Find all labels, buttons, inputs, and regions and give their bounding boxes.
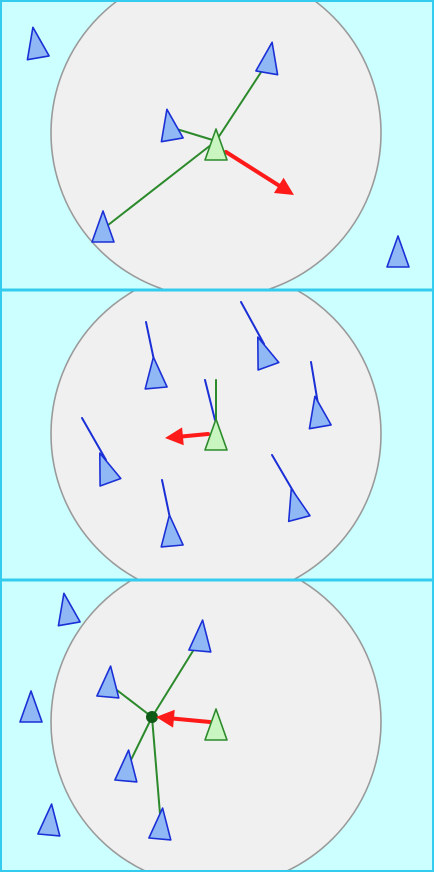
boid-e xyxy=(287,487,311,523)
cohesion-panel xyxy=(1,580,433,871)
triangle-focus-icon xyxy=(204,418,228,451)
boid-d xyxy=(99,452,122,487)
separation-link xyxy=(215,59,270,142)
focus-boid xyxy=(204,418,228,451)
steering-arrow xyxy=(165,427,210,446)
cohesion-link xyxy=(151,716,162,827)
steering-arrow-icon xyxy=(156,709,212,728)
boid-g xyxy=(37,803,61,837)
boid-b xyxy=(256,336,280,371)
heading-trail xyxy=(81,417,107,461)
boid-f xyxy=(160,514,184,548)
heading-trail xyxy=(204,379,216,421)
focus-boid xyxy=(204,708,228,741)
steering-arrow-shaft xyxy=(180,432,210,439)
cohesion-link xyxy=(151,637,202,718)
heading-trail xyxy=(310,361,319,405)
boid-f xyxy=(19,690,43,723)
boid-d xyxy=(148,807,172,841)
outside-boids xyxy=(26,26,410,268)
heading-trail xyxy=(240,301,265,345)
center-of-mass-dot xyxy=(146,711,158,723)
steering-arrow-shaft xyxy=(171,716,212,724)
focus-boid xyxy=(204,128,228,161)
steering-arrow-icon xyxy=(165,427,210,446)
outside-boids xyxy=(19,592,81,837)
boid-c xyxy=(114,749,138,783)
triangle-focus-icon xyxy=(204,708,228,741)
boid-a xyxy=(144,356,168,390)
boid-c xyxy=(91,210,115,243)
separation-link xyxy=(102,140,217,230)
boid-e xyxy=(386,235,410,268)
separation-panel xyxy=(1,1,433,290)
steering-arrow-icon xyxy=(224,150,294,195)
neighbor-boids xyxy=(91,41,279,243)
boid-b xyxy=(160,108,184,143)
steering-arrow-shaft xyxy=(224,150,281,188)
triangle-focus-icon xyxy=(204,128,228,161)
boid-d xyxy=(26,26,50,61)
alignment-panel xyxy=(1,290,433,580)
steering-arrow xyxy=(156,709,212,728)
boid-a xyxy=(255,41,279,76)
center-of-mass xyxy=(146,711,158,723)
steering-arrow-head xyxy=(273,177,294,195)
boid-c xyxy=(308,395,332,430)
steering-arrow xyxy=(224,150,294,195)
steering-arrow-head xyxy=(156,709,175,728)
neighbor-boids xyxy=(96,619,212,841)
steering-arrow-head xyxy=(165,427,184,446)
boid-a xyxy=(188,619,212,653)
boid-e xyxy=(57,592,81,627)
boid-b xyxy=(96,665,120,699)
neighbor-boids xyxy=(99,336,332,548)
